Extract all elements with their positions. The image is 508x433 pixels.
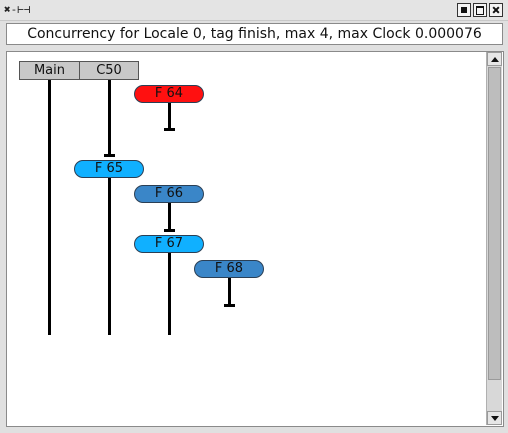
task-label-f67: F 67 <box>154 236 184 251</box>
concurrency-header: Concurrency for Locale 0, tag finish, ma… <box>6 23 503 45</box>
task-label-f66: F 66 <box>154 186 184 201</box>
window-menu-icon[interactable]: ✖-⊢⊣ <box>4 3 31 16</box>
c50-line-cap <box>104 154 115 157</box>
minimize-button[interactable] <box>457 3 471 17</box>
main-task-line <box>48 80 51 335</box>
scroll-down-button[interactable] <box>487 411 502 425</box>
task-node-f64[interactable]: F 64 <box>134 85 204 103</box>
scroll-up-button[interactable] <box>487 52 502 66</box>
f66-line-cap <box>164 229 175 232</box>
scrollbar-thumb[interactable] <box>488 67 501 380</box>
vertical-scrollbar[interactable] <box>486 52 502 425</box>
c50-task-line <box>108 80 111 155</box>
task-node-f68[interactable]: F 68 <box>194 260 264 278</box>
column-header-main: Main <box>19 61 80 80</box>
column-header-c50: C50 <box>79 61 139 80</box>
f66-line <box>168 203 171 230</box>
maximize-button[interactable] <box>473 3 487 17</box>
task-label-f68: F 68 <box>214 261 244 276</box>
concurrency-canvas[interactable] <box>6 51 504 427</box>
title-bar[interactable]: ✖-⊢⊣ <box>0 0 508 21</box>
f68-line-cap <box>224 304 235 307</box>
f64-line <box>168 103 171 130</box>
f68-line <box>228 278 231 305</box>
task-node-f65[interactable]: F 65 <box>74 160 144 178</box>
f65-line <box>108 178 111 335</box>
task-label-f64: F 64 <box>154 86 184 101</box>
task-label-f65: F 65 <box>94 161 124 176</box>
close-button[interactable] <box>489 3 503 17</box>
task-node-f66[interactable]: F 66 <box>134 185 204 203</box>
f67-line <box>168 253 171 335</box>
task-node-f67[interactable]: F 67 <box>134 235 204 253</box>
f64-line-cap <box>164 128 175 131</box>
